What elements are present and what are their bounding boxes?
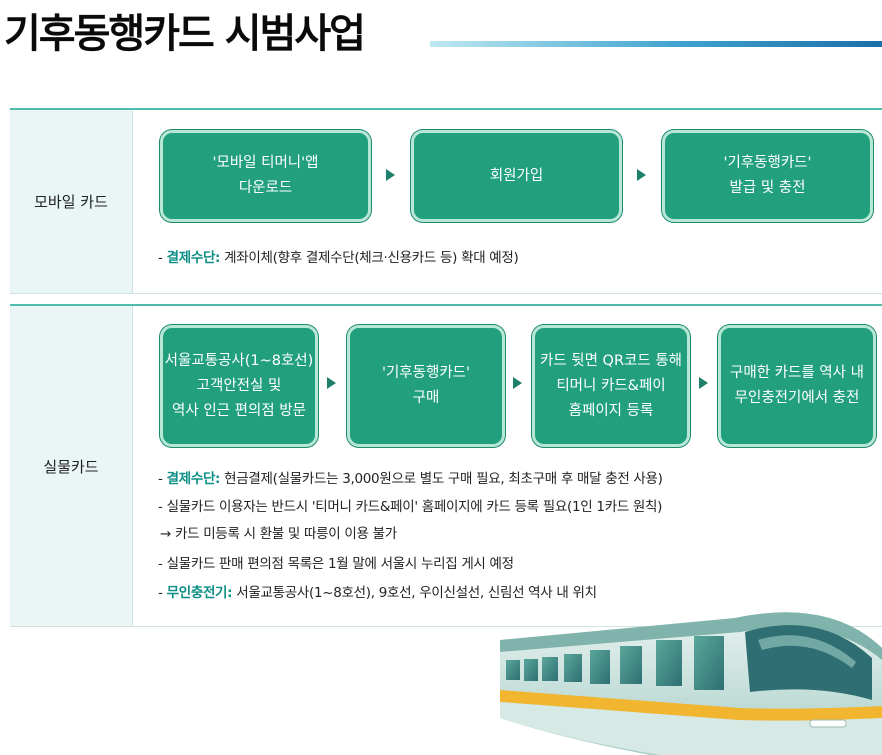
note-dash: - — [158, 585, 167, 601]
note-text: 계좌이체(향후 결제수단(체크·신용카드 등) 확대 예정) — [220, 250, 519, 266]
physical-step-visit: 서울교통공사(1~8호선) 고객안전실 및 역사 인근 편의점 방문 — [160, 325, 318, 447]
arrow-right-icon — [637, 169, 646, 181]
train-illustration — [500, 612, 882, 755]
physical-note-stores: - 실물카드 판매 편의점 목록은 1월 말에 서울시 누리집 게시 예정 — [158, 552, 514, 572]
page-title: 기후동행카드 시범사업 — [4, 11, 366, 57]
arrow-right-icon — [513, 377, 522, 389]
note-text: 현금결제(실물카드는 3,000원으로 별도 구매 필요, 최초구매 후 매달 … — [220, 471, 663, 487]
note-key: 결제수단: — [166, 471, 221, 487]
physical-card-label: 실물카드 — [10, 306, 133, 626]
physical-note-chargers: - 무인충전기: 서울교통공사(1~8호선), 9호선, 우이신설선, 신림선 … — [158, 581, 597, 601]
note-text: 실물카드 판매 편의점 목록은 1월 말에 서울시 누리집 게시 예정 — [166, 556, 515, 572]
physical-step-register: 카드 뒷면 QR코드 통해 티머니 카드&페이 홈페이지 등록 — [532, 325, 690, 447]
physical-card-section: 실물카드 서울교통공사(1~8호선) 고객안전실 및 역사 인근 편의점 방문 … — [10, 304, 882, 627]
physical-note-registration: - 실물카드 이용자는 반드시 '티머니 카드&페이' 홈페이지에 카드 등록 … — [158, 495, 662, 515]
note-dash: - — [158, 250, 167, 266]
physical-note-refund: → 카드 미등록 시 환불 및 따릉이 이용 불가 — [160, 522, 397, 542]
note-dash: - — [158, 556, 167, 572]
arrow-right-icon — [386, 169, 395, 181]
note-text: 실물카드 이용자는 반드시 '티머니 카드&페이' 홈페이지에 카드 등록 필요… — [166, 499, 663, 515]
physical-note-payment: - 결제수단: 현금결제(실물카드는 3,000원으로 별도 구매 필요, 최초… — [158, 467, 663, 487]
mobile-card-section: 모바일 카드 '모바일 티머니'앱 다운로드 회원가입 '기후동행카드' 발급 … — [10, 108, 882, 294]
mobile-step-issue: '기후동행카드' 발급 및 충전 — [662, 130, 873, 222]
title-divider — [430, 41, 882, 47]
mobile-note-payment: - 결제수단: 계좌이체(향후 결제수단(체크·신용카드 등) 확대 예정) — [158, 246, 519, 266]
note-dash: - — [158, 499, 167, 515]
arrow-right-icon — [327, 377, 336, 389]
note-text: 서울교통공사(1~8호선), 9호선, 우이신설선, 신림선 역사 내 위치 — [232, 585, 597, 601]
note-dash: - — [158, 471, 167, 487]
note-key: 무인충전기: — [166, 585, 233, 601]
physical-step-charge: 구매한 카드를 역사 내 무인충전기에서 충전 — [718, 325, 876, 447]
note-text: → 카드 미등록 시 환불 및 따릉이 이용 불가 — [160, 526, 397, 542]
mobile-step-download: '모바일 티머니'앱 다운로드 — [160, 130, 371, 222]
note-key: 결제수단: — [166, 250, 221, 266]
arrow-right-icon — [699, 377, 708, 389]
physical-step-purchase: '기후동행카드' 구매 — [347, 325, 505, 447]
mobile-card-label: 모바일 카드 — [10, 110, 133, 293]
mobile-step-signup: 회원가입 — [411, 130, 622, 222]
